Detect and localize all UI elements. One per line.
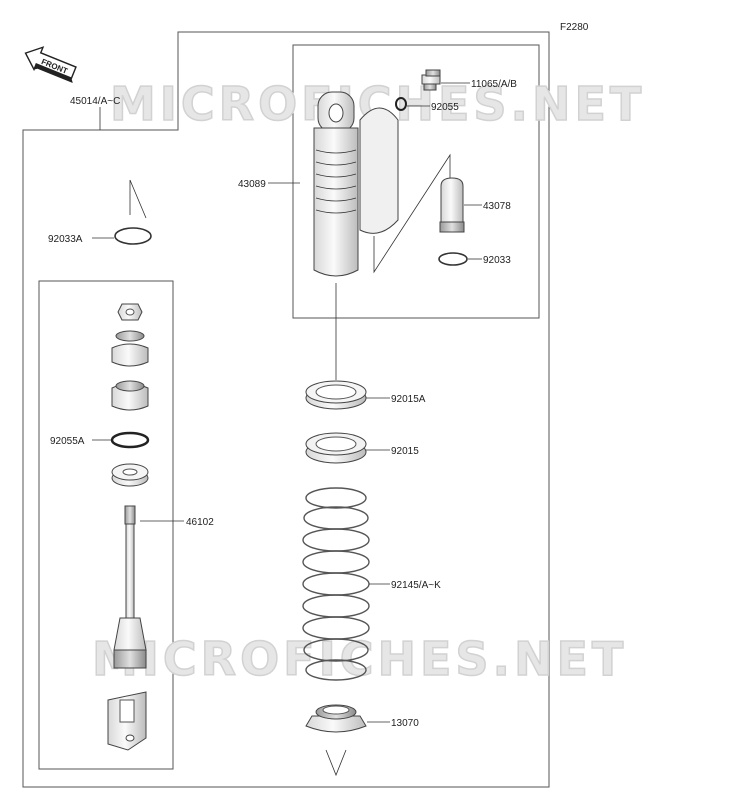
shock-body-part	[313, 91, 399, 277]
o-ring-92055a-part	[110, 431, 150, 449]
rod-assembly-frame	[38, 280, 174, 770]
label-92055a: 92055A	[50, 436, 85, 447]
label-92145: 92145/A~K	[391, 580, 441, 591]
clevis-part	[107, 691, 147, 751]
rod-guide-part	[111, 463, 149, 487]
diagram-code: F2280	[560, 22, 589, 33]
piston-rod-part	[113, 505, 147, 669]
watermark-bottom: MICROFICHES.NET	[92, 632, 627, 686]
label-13070: 13070	[391, 718, 419, 729]
label-92033: 92033	[483, 255, 511, 266]
bumper-lower-part	[111, 380, 149, 411]
bumper-upper-part	[111, 330, 149, 367]
label-92015: 92015	[391, 446, 419, 457]
lock-ring-92015a-part	[305, 380, 367, 410]
label-43078: 43078	[483, 201, 511, 212]
reservoir-frame	[292, 44, 540, 319]
hose-fitting-part	[421, 69, 441, 91]
label-11065: 11065/A/B	[471, 79, 517, 90]
label-46102: 46102	[186, 517, 214, 528]
spring-seat-part	[305, 704, 367, 733]
adjuster-nut-92015-part	[305, 432, 367, 464]
label-92033a: 92033A	[48, 234, 83, 245]
circlip-92033-part	[438, 252, 468, 266]
o-ring-top-part	[395, 97, 407, 111]
front-arrow-icon: FRONT	[24, 46, 77, 84]
circlip-92033a-part	[114, 227, 152, 245]
outer-frame	[22, 31, 550, 788]
label-92055-top: 92055	[431, 102, 459, 113]
label-43089: 43089	[238, 179, 266, 190]
label-45014: 45014/A~C	[70, 96, 120, 107]
bladder-part	[439, 177, 465, 233]
label-92015a: 92015A	[391, 394, 426, 405]
rod-nut-part	[117, 303, 143, 321]
